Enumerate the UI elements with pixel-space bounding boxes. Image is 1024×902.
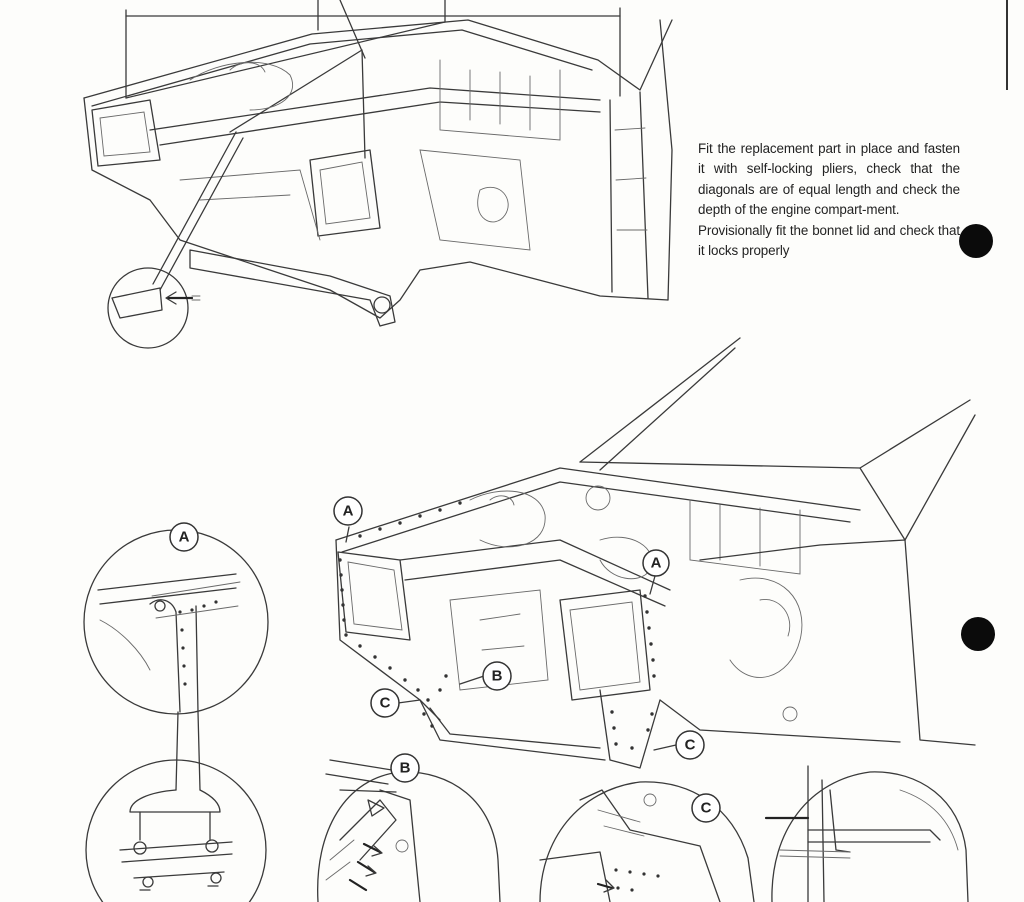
step-bullet-marker	[959, 224, 993, 258]
callout-b-detail-label: B	[400, 760, 411, 777]
page-edge-rule	[1006, 0, 1008, 90]
callout-b-main-label: B	[492, 668, 503, 685]
callout-c-left-label: C	[380, 695, 391, 712]
callout-c-detail-label: C	[701, 800, 712, 817]
weld-points	[338, 501, 656, 750]
detail-c-drawing	[539, 781, 755, 902]
instruction-paragraph-bonnet: Provisionally fit the bonnet lid and che…	[698, 222, 960, 259]
callout-a-side: A	[642, 549, 670, 577]
callout-a-front: A	[333, 496, 363, 526]
instruction-text: Fit the replacement part in place and fa…	[698, 139, 960, 261]
callout-c-detail: C	[691, 793, 721, 823]
callout-a-front-label: A	[343, 503, 354, 520]
detail-section-drawing	[764, 765, 969, 902]
step-bullet-marker	[961, 617, 995, 651]
instruction-paragraph-fit: Fit the replacement part in place and fa…	[698, 141, 960, 218]
callout-a-detail-label: A	[179, 529, 190, 546]
callout-a-side-label: A	[651, 555, 662, 572]
callout-a-detail: A	[169, 522, 199, 552]
detail-a-drawing	[83, 529, 269, 902]
top-engine-compartment-drawing	[83, 0, 673, 349]
callout-c-right: C	[675, 730, 705, 760]
callout-c-right-label: C	[685, 737, 696, 754]
bottom-front-panel-drawing	[335, 337, 976, 769]
callout-b-main: B	[482, 661, 512, 691]
callout-c-left: C	[370, 688, 400, 718]
callout-b-detail: B	[390, 753, 420, 783]
